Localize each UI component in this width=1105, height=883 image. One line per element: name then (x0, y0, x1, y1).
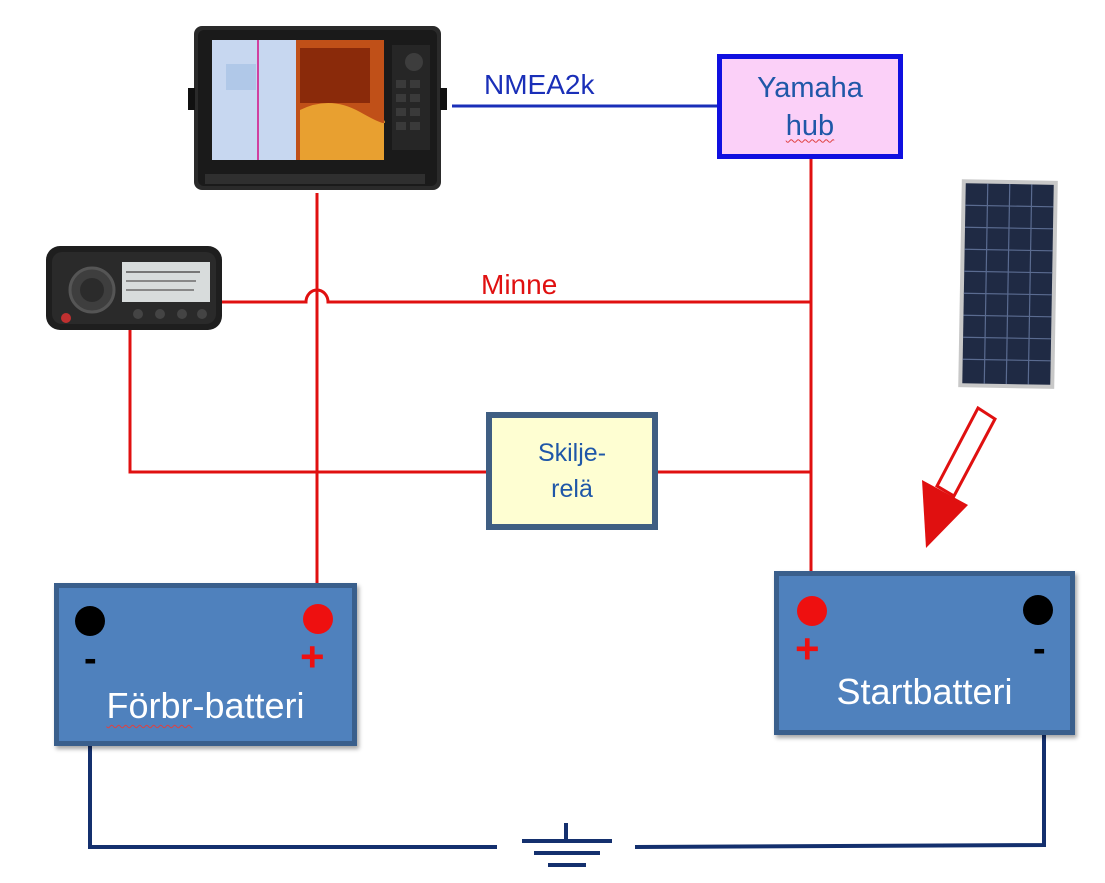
relay-label-line2: relä (551, 475, 593, 503)
negative-sign: - (1033, 628, 1046, 670)
relay-label-line1: Skilje- (537, 439, 607, 467)
yamaha-hub-box: Yamaha hub (717, 54, 903, 159)
solar-panel-icon (958, 179, 1058, 389)
positive-terminal (303, 604, 333, 634)
chartplotter-icon (188, 26, 447, 190)
memory-wire-label: Minne (481, 269, 558, 300)
ground-wires (88, 735, 1046, 849)
consumer-battery: - + Förbr-batteri (54, 583, 357, 746)
start-battery: + - Startbatteri (774, 571, 1075, 735)
ground-symbol-icon (522, 823, 612, 867)
consumer-battery-label: Förbr-batteri (106, 685, 305, 726)
stereo-radio-icon (46, 246, 222, 330)
negative-terminal (75, 606, 105, 636)
positive-wires (128, 158, 813, 587)
positive-sign: + (795, 625, 820, 672)
positive-terminal (797, 596, 827, 626)
hub-label-line1: Yamaha (757, 71, 863, 104)
negative-terminal (1023, 595, 1053, 625)
start-battery-label: Startbatteri (836, 671, 1013, 712)
isolation-relay-box: Skilje- relä (486, 412, 658, 530)
charge-arrow-icon (922, 405, 997, 548)
negative-sign: - (84, 638, 97, 680)
nmea-wire-label: NMEA2k (484, 69, 595, 100)
hub-label-line2: hub (785, 109, 835, 142)
positive-sign: + (300, 633, 325, 680)
